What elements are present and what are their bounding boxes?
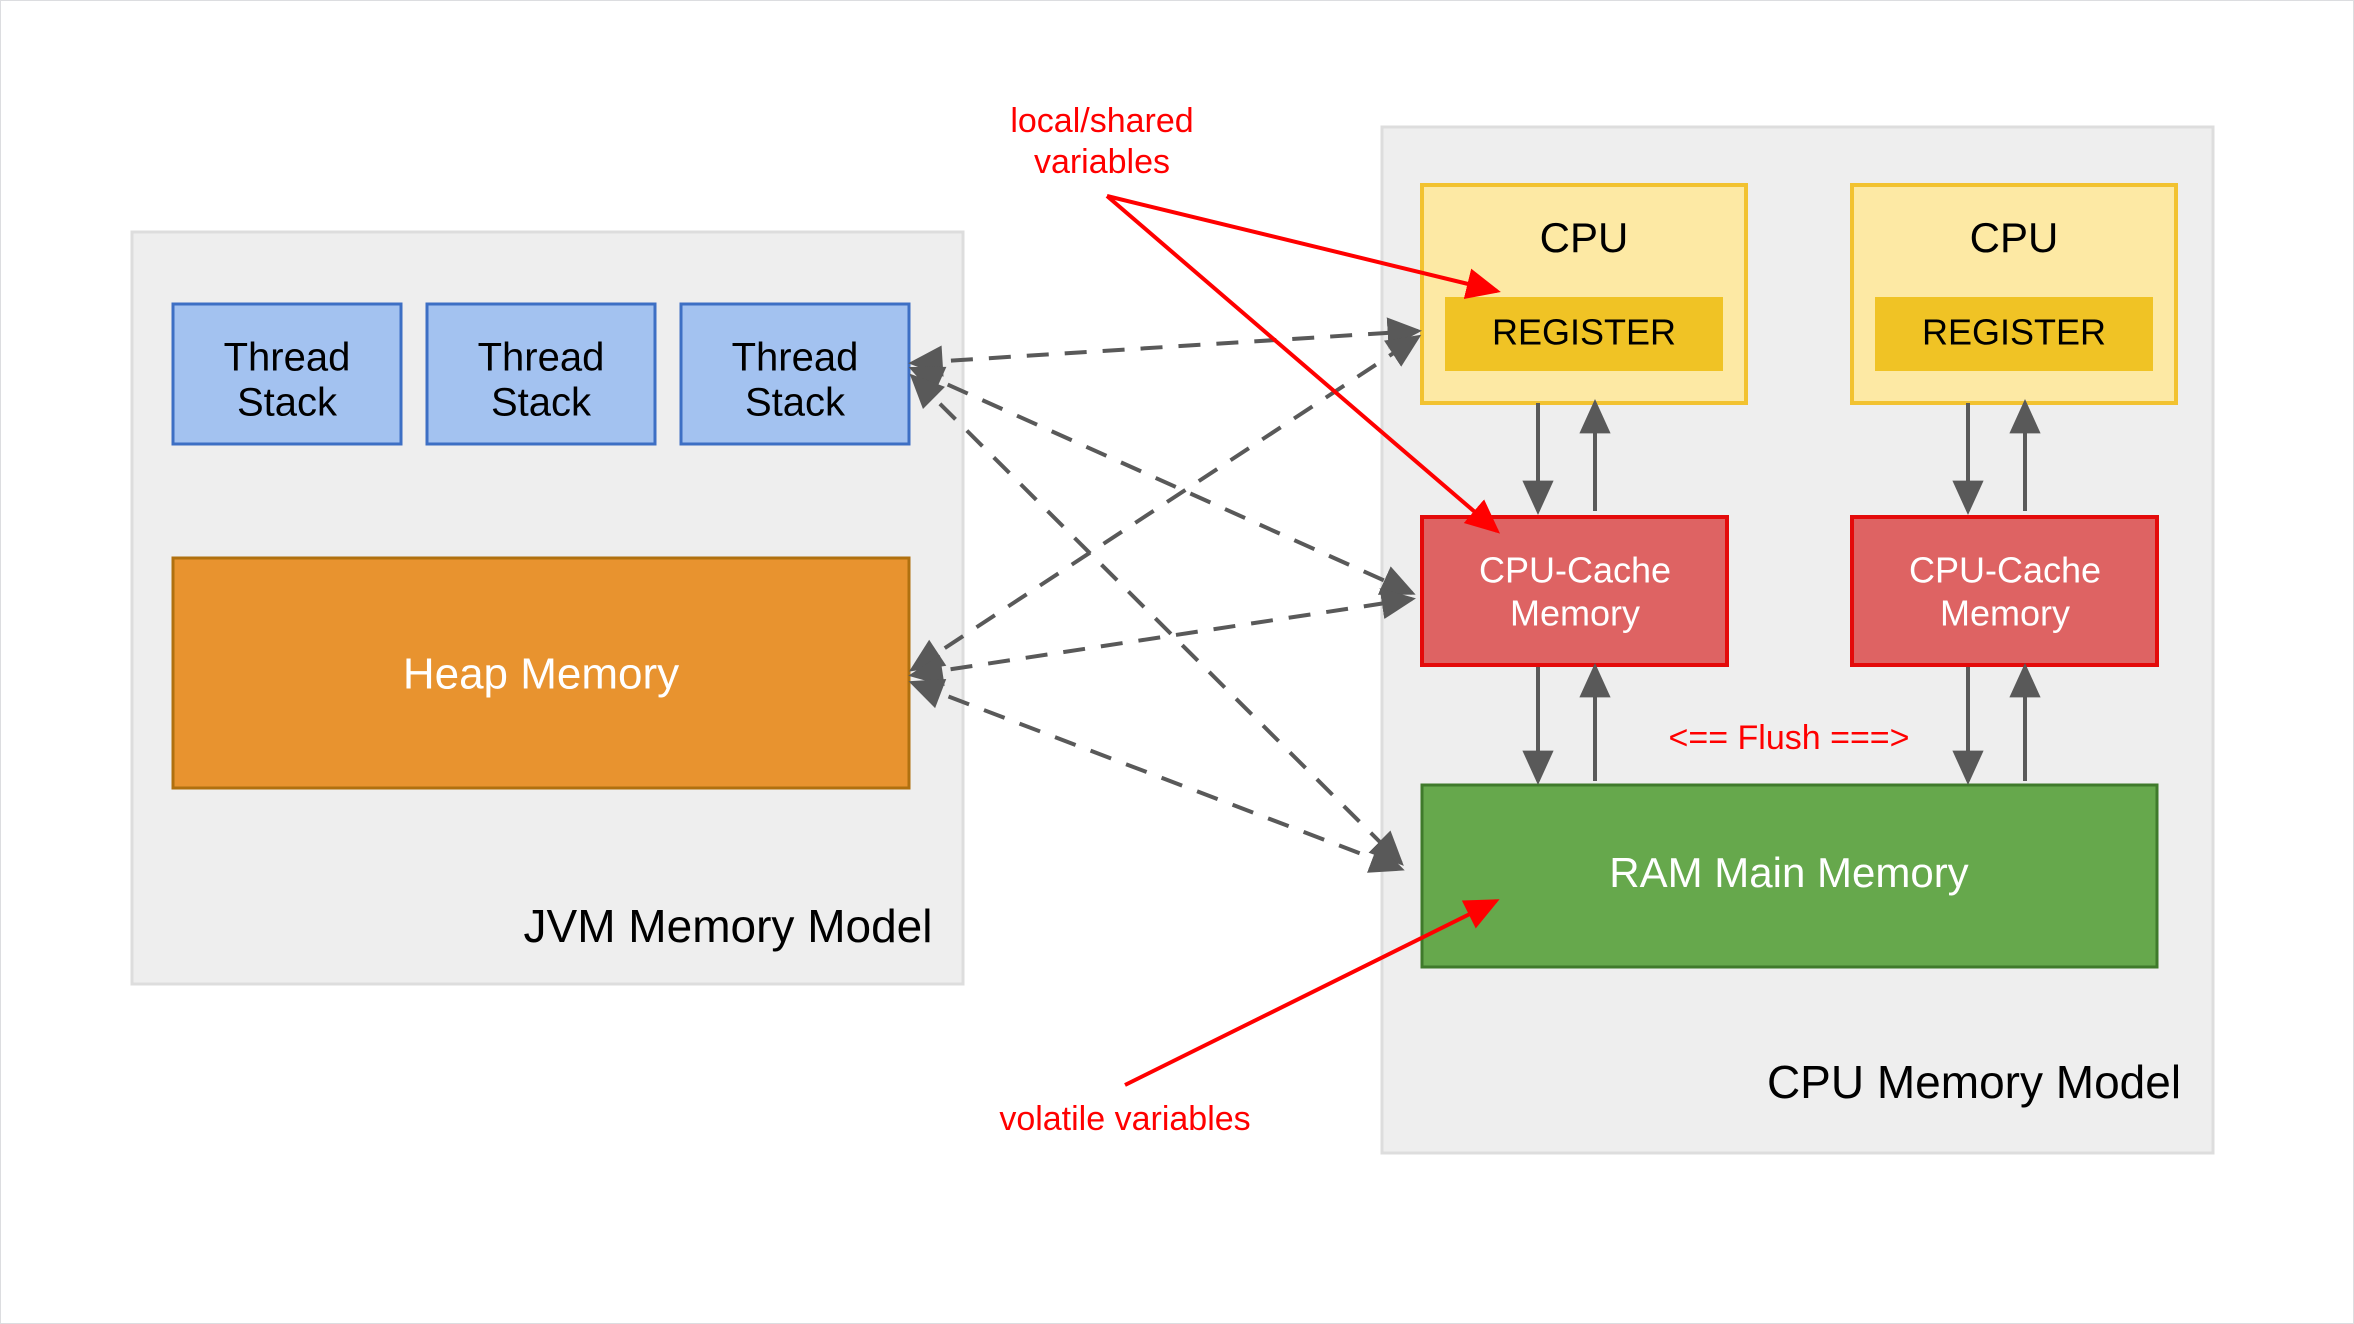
heap-memory-label: Heap Memory (403, 650, 679, 699)
cpu-panel-title: CPU Memory Model (1767, 1056, 2181, 1108)
register-rect-1 (1445, 297, 1723, 371)
thread-stack-label-2-line1: Thread (478, 336, 605, 380)
heap-to-cpu-cache-link (908, 588, 1416, 686)
register-label-2: REGISTER (1922, 312, 2106, 353)
thread-stack-label-2-line2: Stack (491, 381, 592, 425)
cpu-memory-model-panel: CPU REGISTER CPU REGISTER CPU-Cache Memo… (1380, 125, 2215, 1155)
ram-main-memory-rect (1420, 783, 2159, 969)
thread-stack-box-1[interactable]: Thread Stack (171, 302, 403, 446)
thread-stack-label-1-line2: Stack (237, 381, 338, 425)
heap-memory-rect (171, 556, 911, 790)
cpu-cache-box-1[interactable]: CPU-Cache Memory (1420, 515, 1729, 667)
cpu-cache-rect-2 (1850, 515, 2159, 667)
register-rect-2 (1875, 297, 2153, 371)
thread-stack-label-3-line1: Thread (732, 336, 859, 380)
cpu-cache-label-1-line1: CPU-Cache (1479, 550, 1671, 591)
local-shared-variables-to-register-arrow (1106, 194, 1501, 299)
cpu2-register-cache-connectors (1952, 398, 2041, 516)
thread-stack-rect-1 (171, 302, 403, 446)
ram-main-memory-box[interactable]: RAM Main Memory (1420, 783, 2159, 969)
volatile-variables-annotation: volatile variables (999, 899, 1500, 1138)
cpu-cache-rect-1 (1420, 515, 1729, 667)
cpu-box-2[interactable]: CPU REGISTER (1850, 183, 2178, 405)
cpu-cache-label-1-line2: Memory (1510, 593, 1640, 634)
jvm-panel-title: JVM Memory Model (524, 900, 933, 952)
cpu-label-1: CPU (1540, 214, 1629, 261)
thread-stack-to-register-link (908, 317, 1422, 377)
thread-stack-label-3-line2: Stack (745, 381, 846, 425)
thread-stack-box-3[interactable]: Thread Stack (679, 302, 911, 446)
thread-stack-rect-2 (425, 302, 657, 446)
cpu1-register-cache-connectors (1522, 398, 1611, 516)
thread-stack-box-2[interactable]: Thread Stack (425, 302, 657, 446)
heap-to-ram-link (908, 678, 1405, 873)
volatile-variables-to-ram-arrow (1124, 899, 1500, 1087)
cpu-cache-label-2-line2: Memory (1940, 593, 2070, 634)
thread-stack-label-1-line1: Thread (224, 336, 351, 380)
cpu-cache-label-2-line1: CPU-Cache (1909, 550, 2101, 591)
cpu-cache-box-2[interactable]: CPU-Cache Memory (1850, 515, 2159, 667)
cpu-label-2: CPU (1970, 214, 2059, 261)
cpu-box-1[interactable]: CPU REGISTER (1420, 183, 1748, 405)
ram-main-memory-label: RAM Main Memory (1609, 849, 1968, 896)
register-label-1: REGISTER (1492, 312, 1676, 353)
local-shared-variables-to-cache-arrow (1105, 194, 1501, 534)
cpu2-cache-ram-connectors (1952, 662, 2041, 786)
heap-memory-box[interactable]: Heap Memory (171, 556, 911, 790)
local-shared-variables-annotation: local/shared variables (1010, 102, 1501, 534)
jvm-cpu-dashed-links (908, 317, 1422, 873)
volatile-variables-label: volatile variables (999, 1100, 1250, 1138)
thread-stack-to-cpu-cache-link (908, 366, 1416, 595)
cpu1-cache-ram-connectors (1522, 662, 1611, 786)
local-shared-variables-label-line1: local/shared (1010, 102, 1193, 140)
local-shared-variables-label-line2: variables (1034, 143, 1170, 181)
heap-to-register-link (908, 334, 1422, 672)
jvm-memory-model-panel: Thread Stack Thread Stack Thread Stack H… (130, 230, 965, 986)
flush-label: <== Flush ===> (1668, 719, 1909, 757)
